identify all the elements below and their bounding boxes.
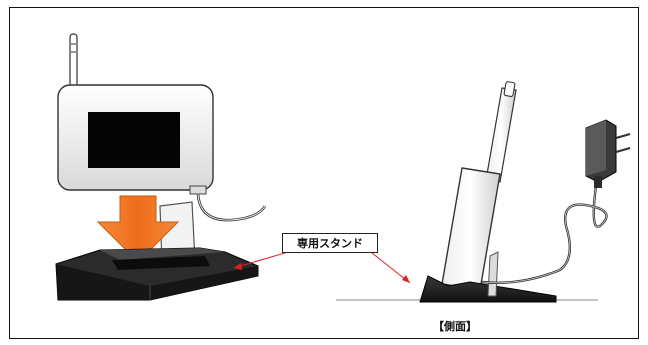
cable-left [196, 193, 267, 222]
side-view-label: 【側面】 [433, 320, 477, 333]
cable-side [481, 185, 608, 284]
stand-callout-label: 専用スタンド [282, 233, 378, 253]
stand-left [55, 247, 259, 301]
callout-pointers [233, 251, 411, 284]
device-screen [88, 112, 180, 168]
power-adapter-icon [585, 119, 631, 188]
device-side [336, 81, 631, 303]
down-arrow-icon [96, 195, 180, 263]
device-left [57, 33, 267, 222]
antenna [69, 33, 78, 91]
